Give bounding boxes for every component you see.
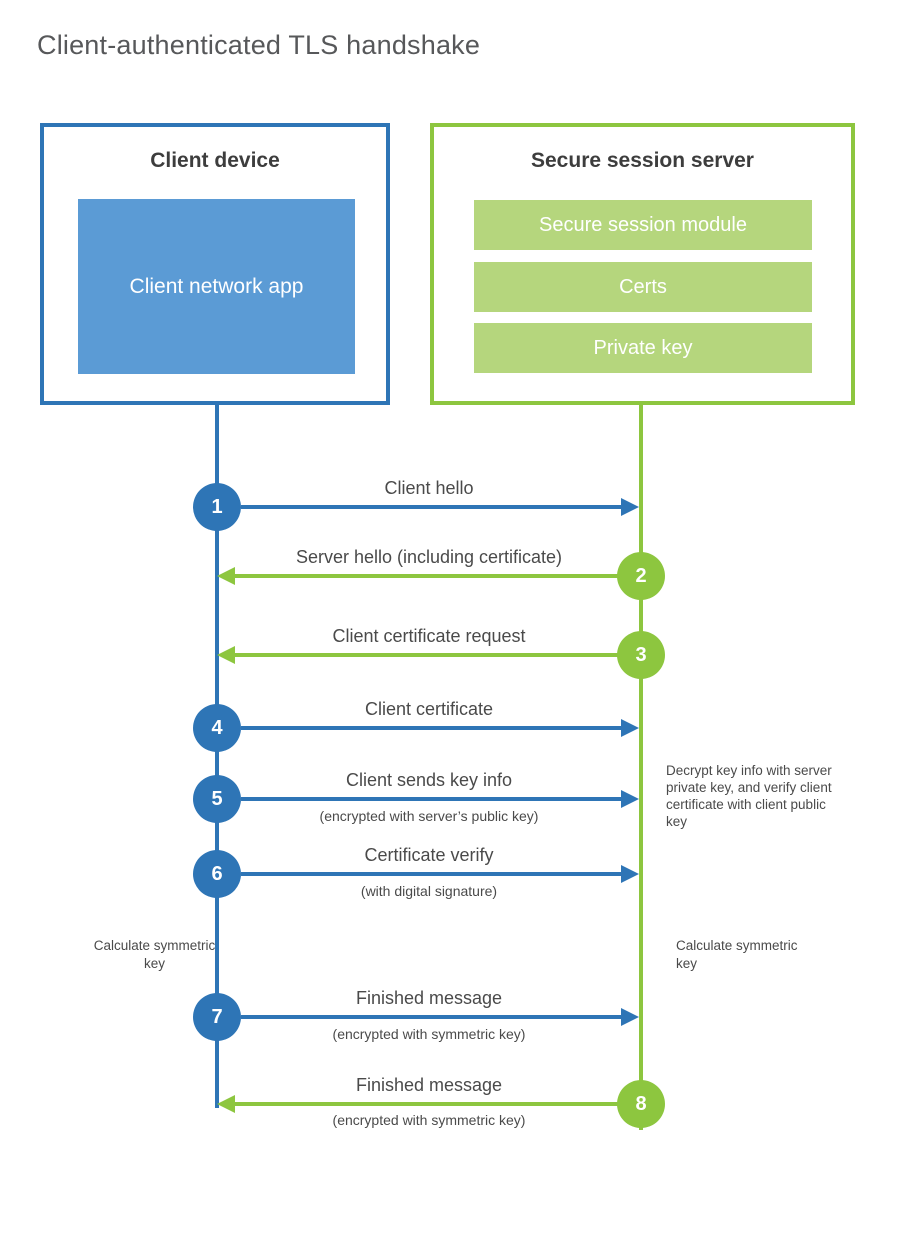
- step-4-circle: 4: [193, 704, 241, 752]
- step-7-arrow: [241, 1015, 623, 1019]
- step-8-arrowhead-icon: [217, 1095, 235, 1113]
- step-8-label: Finished message: [355, 1075, 503, 1095]
- server-certs-bar: Certs: [474, 262, 812, 312]
- client-network-app-box: Client network app: [78, 199, 355, 374]
- step-7-sublabel: (encrypted with symmetric key): [332, 1026, 526, 1042]
- step-3-arrow: [235, 653, 623, 657]
- server-lifeline: [639, 405, 643, 1130]
- step-4-arrowhead-icon: [621, 719, 639, 737]
- step-3-circle: 3: [617, 631, 665, 679]
- client-network-app-label: Client network app: [129, 274, 304, 298]
- step-6-arrowhead-icon: [621, 865, 639, 883]
- client-device-title: Client device: [150, 149, 280, 172]
- step-6-number: 6: [211, 862, 223, 885]
- step-8-number: 8: [635, 1092, 647, 1115]
- step-2-label: Server hello (including certificate): [295, 547, 563, 567]
- step-2-arrow: [235, 574, 623, 578]
- step-7-arrowhead-icon: [621, 1008, 639, 1026]
- step-4-label: Client certificate: [364, 699, 494, 719]
- server-box: Secure session server Secure session mod…: [430, 123, 855, 405]
- step-7-number: 7: [211, 1005, 223, 1028]
- server-certs-label: Certs: [619, 275, 667, 298]
- server-module-bar: Secure session module: [474, 200, 812, 250]
- server-title: Secure session server: [531, 149, 754, 172]
- step-1-number: 1: [211, 495, 223, 518]
- step-1-circle: 1: [193, 483, 241, 531]
- step-3-arrowhead-icon: [217, 646, 235, 664]
- step-4-arrow: [241, 726, 623, 730]
- step-5-number: 5: [211, 787, 223, 810]
- calculate-symmetric-key-note-server: Calculate symmetric key: [676, 938, 798, 971]
- step-2-circle: 2: [617, 552, 665, 600]
- step-8-circle: 8: [617, 1080, 665, 1128]
- page-title: Client-authenticated TLS handshake: [37, 30, 481, 60]
- step-3-number: 3: [635, 643, 647, 666]
- step-5-arrow: [241, 797, 623, 801]
- server-module-label: Secure session module: [539, 213, 747, 236]
- step-6-arrow: [241, 872, 623, 876]
- client-lifeline: [215, 405, 219, 1108]
- decrypt-note: Decrypt key info with server private key…: [666, 763, 832, 829]
- step-7-label: Finished message: [355, 988, 503, 1008]
- step-1-arrowhead-icon: [621, 498, 639, 516]
- step-2-number: 2: [635, 564, 647, 587]
- step-6-sublabel: (with digital signature): [360, 883, 498, 899]
- step-8-sublabel: (encrypted with symmetric key): [332, 1112, 526, 1128]
- step-1-label: Client hello: [384, 478, 474, 498]
- server-private-key-label: Private key: [593, 336, 693, 359]
- step-3-label: Client certificate request: [332, 626, 526, 646]
- step-7-circle: 7: [193, 993, 241, 1041]
- step-1-arrow: [241, 505, 623, 509]
- step-8-arrow: [235, 1102, 623, 1106]
- step-2-arrowhead-icon: [217, 567, 235, 585]
- step-5-sublabel: (encrypted with server’s public key): [319, 808, 539, 824]
- step-5-arrowhead-icon: [621, 790, 639, 808]
- calculate-symmetric-key-note-client: Calculate symmetric key: [93, 938, 216, 971]
- client-device-box: Client device Client network app: [40, 123, 390, 405]
- step-5-label: Client sends key info: [345, 770, 513, 790]
- server-private-key-bar: Private key: [474, 323, 812, 373]
- step-5-circle: 5: [193, 775, 241, 823]
- step-6-circle: 6: [193, 850, 241, 898]
- step-6-label: Certificate verify: [364, 845, 494, 865]
- step-4-number: 4: [211, 716, 223, 739]
